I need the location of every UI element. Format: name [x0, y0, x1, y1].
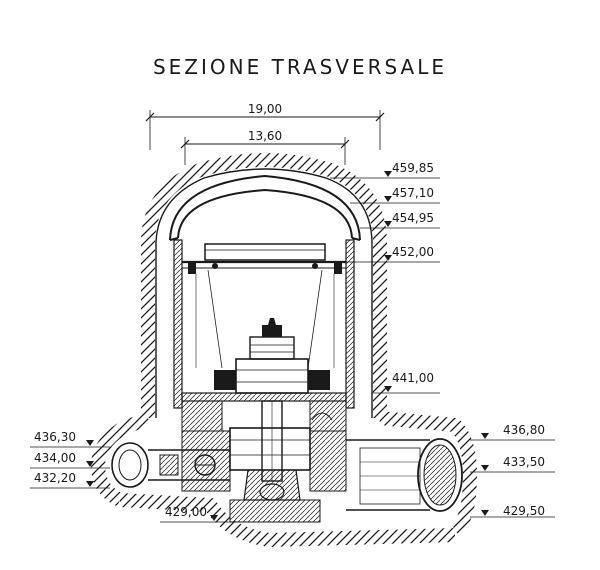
inner-width-label: 13,60 [248, 129, 282, 143]
elevation-machine-floor-label: 441,00 [392, 371, 434, 385]
elevation-foundation: 429,00 [160, 505, 240, 523]
elevation-machine-floor: 441,00 [372, 371, 440, 394]
elevation-crown-top-label: 459,85 [392, 161, 434, 175]
elevation-tunnel-floor-label: 429,50 [503, 504, 545, 518]
hall-walls [173, 239, 355, 409]
dimension-inner: 13,60 [180, 129, 350, 165]
machine-floor [181, 392, 347, 432]
overall-width-label: 19,00 [248, 102, 282, 116]
generator-group [214, 318, 330, 394]
substructure [181, 430, 347, 523]
right-step-rock-line [379, 411, 478, 536]
elevation-tunnel-top-label: 436,80 [503, 423, 545, 437]
elevation-crown-top: 459,85 [330, 161, 440, 179]
elevation-pipe-top: 436,30 [30, 430, 110, 448]
elevation-pipe-axis-label: 434,00 [34, 451, 76, 465]
elevation-vault-springing: 457,10 [350, 186, 440, 204]
elevation-tunnel-top: 436,80 [470, 423, 555, 441]
elevation-tunnel-axis: 433,50 [470, 455, 555, 473]
left-step-rock-line [90, 411, 151, 507]
rock-excavation-boundary [90, 153, 478, 548]
elevation-tunnel-axis-label: 433,50 [503, 455, 545, 469]
cavern-rock-line [141, 153, 387, 418]
elevation-vault-base: 454,95 [360, 211, 440, 229]
elevation-pipe-axis: 434,00 [30, 451, 110, 469]
elevation-pipe-top-label: 436,30 [34, 430, 76, 444]
turbine-assembly [229, 400, 311, 501]
elevation-pipe-bottom: 432,20 [30, 471, 110, 489]
elevation-vault-springing-label: 457,10 [392, 186, 434, 200]
tailrace-tunnel [346, 438, 463, 512]
elevation-pipe-bottom-label: 432,20 [34, 471, 76, 485]
inlet-penstock [111, 442, 230, 488]
overhead-crane [182, 243, 346, 369]
dome-vault [169, 174, 361, 241]
elevation-tunnel-floor: 429,50 [470, 504, 555, 518]
drawing-title: SEZIONE TRASVERSALE [152, 55, 448, 79]
elevation-crane-rail-label: 452,00 [392, 245, 434, 259]
bottom-rock-line [119, 493, 456, 548]
elevation-vault-base-label: 454,95 [392, 211, 434, 225]
dimension-overall: 19,00 [145, 102, 385, 150]
elevation-crane-rail: 452,00 [346, 245, 440, 263]
elevation-foundation-label: 429,00 [165, 505, 207, 519]
